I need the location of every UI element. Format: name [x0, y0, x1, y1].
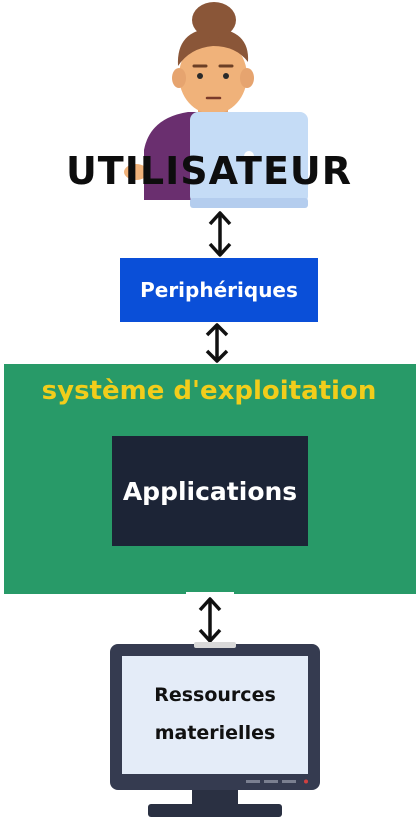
- double-arrow-icon: [208, 211, 232, 257]
- hardware-resources-line2: materielles: [154, 722, 276, 744]
- peripheriques-label: Periphériques: [140, 278, 298, 302]
- peripheriques-box: Periphériques: [120, 258, 318, 322]
- hardware-resources-line1: Ressources: [154, 684, 276, 706]
- person-with-laptop-icon: [124, 2, 308, 208]
- applications-label: Applications: [122, 476, 298, 506]
- operating-system-label: système d'exploitation: [41, 376, 377, 406]
- user-title: UTILISATEUR: [65, 149, 353, 193]
- applications-box: Applications: [112, 436, 308, 546]
- monitor-icon: [110, 642, 320, 817]
- double-arrow-icon: [198, 597, 222, 643]
- os-box-notch: [186, 592, 234, 598]
- hardware-resources-label: Ressources materielles: [122, 676, 308, 752]
- double-arrow-icon: [205, 323, 229, 363]
